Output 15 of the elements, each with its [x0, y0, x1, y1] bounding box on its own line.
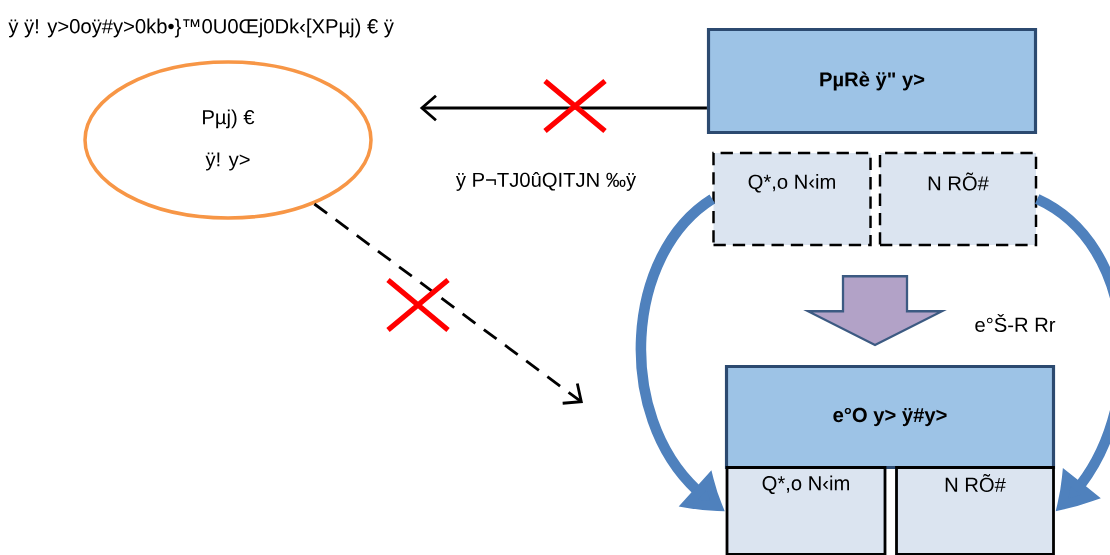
- block-arrow: [803, 275, 947, 347]
- arrow: [419, 94, 707, 122]
- structure-box: e°O y> ÿ#y>: [724, 364, 1056, 470]
- dashed-box: Q*,o N‹im: [712, 151, 872, 247]
- structure-cell: Q*,o N‹im: [725, 466, 887, 555]
- title: ÿ ÿ! y>0oÿ#y>0kb•}™0U0Œj0Dk‹[XPµj) € ÿ: [8, 18, 394, 38]
- edge-label: ÿ P¬TJ0ûQITJN ‰ÿ: [454, 170, 638, 193]
- curved-arrow: [635, 194, 723, 511]
- ellipse-node: Pµj) € ÿ! y>: [83, 60, 373, 220]
- arrow: [313, 202, 583, 405]
- dashed-box: N RÕ#: [878, 151, 1038, 247]
- edge-label: e°Š-R Rr: [972, 312, 1058, 334]
- structure-cell: N RÕ#: [895, 466, 1055, 555]
- curved-arrow: [1034, 194, 1110, 510]
- structure-box: PµRè ÿ" y>: [706, 27, 1038, 135]
